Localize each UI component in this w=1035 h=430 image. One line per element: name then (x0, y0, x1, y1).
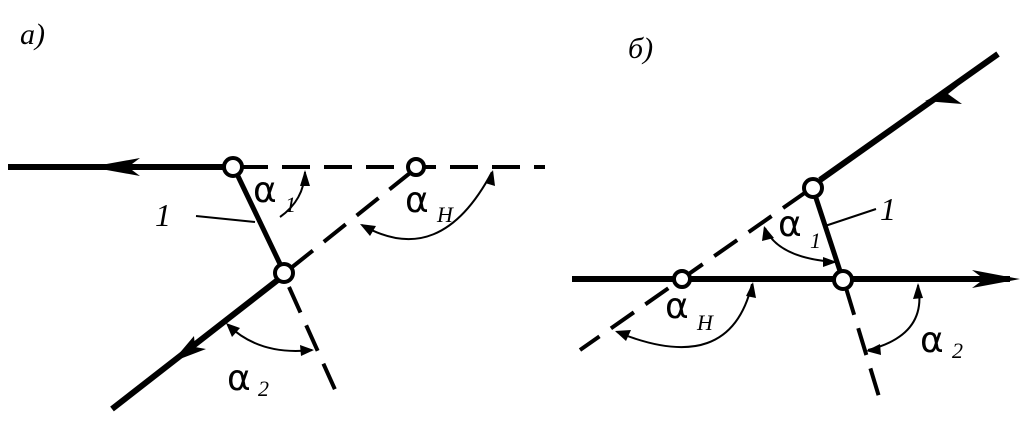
svg-text:α: α (405, 180, 429, 221)
svg-text:α: α (778, 204, 802, 245)
panel-b-alpha2-arc (867, 284, 921, 351)
svg-text:α: α (920, 320, 944, 361)
panel-a-alpha2-arrow-icon-left (226, 323, 240, 337)
panel-b-alphaH-arrow-icon-left (615, 330, 631, 341)
panel-b: б) 1 α 1 α H (572, 32, 1020, 401)
panel-a-left-arrow-icon (90, 158, 140, 176)
panel-b-alphaH-arrow-icon-right (746, 282, 756, 298)
panel-b-alpha2-label: α 2 (920, 320, 963, 363)
panel-a-link-number: 1 (155, 197, 171, 233)
panel-b-tag: б) (628, 32, 653, 65)
svg-text:1: 1 (285, 192, 296, 217)
svg-text:α: α (253, 170, 277, 211)
svg-text:2: 2 (952, 338, 963, 363)
panel-a-inclined-solid-line (110, 276, 281, 412)
panel-b-alpha2-arrow-icon-top (913, 283, 923, 299)
panel-a-hinge-top (222, 156, 244, 178)
panel-a-inclined-dashed-line (289, 171, 412, 270)
panel-b-hinge-top (802, 177, 824, 199)
panel-b-alpha2-arrow-icon-bottom (866, 344, 881, 355)
panel-a-alphaH-label: α H (405, 180, 454, 227)
panel-a-down-left-arrow-icon (172, 336, 206, 362)
svg-text:H: H (436, 202, 454, 227)
panel-a: a) 1 α 1 α H (8, 18, 545, 412)
panel-b-inclined-solid-line (818, 51, 1000, 183)
panel-b-alphaH-arc (616, 283, 753, 348)
panel-b-alpha1-arrow-icon-left (762, 226, 774, 241)
panel-a-alpha2-arrow-icon-right (300, 345, 314, 356)
panel-a-tag: a) (20, 18, 45, 51)
panel-b-alpha1-label: α 1 (778, 204, 821, 253)
panel-b-alpha1-arrow-icon-right (823, 257, 837, 267)
svg-text:2: 2 (258, 376, 269, 401)
panel-a-alpha1-arrow-icon (300, 170, 310, 186)
panel-a-leader-line (195, 215, 256, 223)
panel-a-hinge-bottom (273, 262, 295, 284)
panel-a-alphaH-arrow-icon-left (360, 224, 376, 236)
panel-a-hinge-virtual (406, 157, 426, 177)
panel-a-alphaH-arc (361, 171, 493, 241)
panel-b-alphaH-label: α H (665, 286, 714, 335)
svg-text:α: α (665, 286, 689, 327)
panel-b-link-number: 1 (880, 191, 896, 227)
panel-b-leader-line (824, 208, 877, 227)
panel-a-alphaH-arrow-icon-right (485, 170, 495, 186)
panel-b-hinge-virtual (672, 269, 692, 289)
panel-a-link-extension-dashed (287, 286, 339, 395)
panel-b-hinge-bottom (832, 269, 854, 291)
svg-text:α: α (227, 358, 251, 399)
svg-text:H: H (696, 310, 714, 335)
svg-text:1: 1 (810, 228, 821, 253)
panel-b-link-1 (812, 194, 843, 272)
panel-b-down-left-arrow-icon (925, 86, 962, 104)
panel-a-alpha2-arc (227, 324, 313, 352)
panel-a-alpha1-label: α 1 (253, 170, 296, 217)
panel-b-right-arrow-icon (972, 270, 1020, 288)
panel-b-link-extension-dashed (844, 287, 882, 401)
panel-b-inclined-dashed-line (578, 190, 808, 352)
panel-a-link-1 (233, 170, 284, 268)
panel-a-alpha2-label: α 2 (227, 358, 269, 401)
